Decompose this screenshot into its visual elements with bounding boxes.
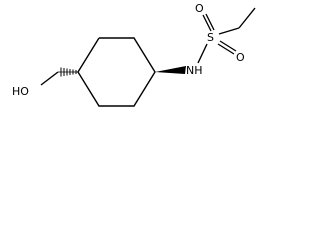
s-ethyl-bond: [218, 27, 240, 35]
hashed-wedge-bond: [58, 67, 78, 77]
atom-label-o-top: O: [195, 2, 204, 15]
atom-label-nh: NH: [186, 64, 203, 77]
structure-diagram: HO NH S O O: [12, 2, 256, 107]
ethyl-bond: [238, 7, 256, 29]
atom-label-o-bottom: O: [236, 51, 245, 64]
s-o-double-bond-bottom: [217, 40, 237, 55]
n-s-bond: [197, 43, 208, 64]
atom-label-s: S: [207, 31, 214, 44]
s-o-double-bond-top: [202, 13, 215, 32]
cyclohexane-ring: [77, 37, 156, 107]
atom-label-oh: HO: [12, 85, 29, 98]
ch2-oh-bond: [40, 71, 59, 86]
solid-wedge-bond: [155, 66, 186, 74]
